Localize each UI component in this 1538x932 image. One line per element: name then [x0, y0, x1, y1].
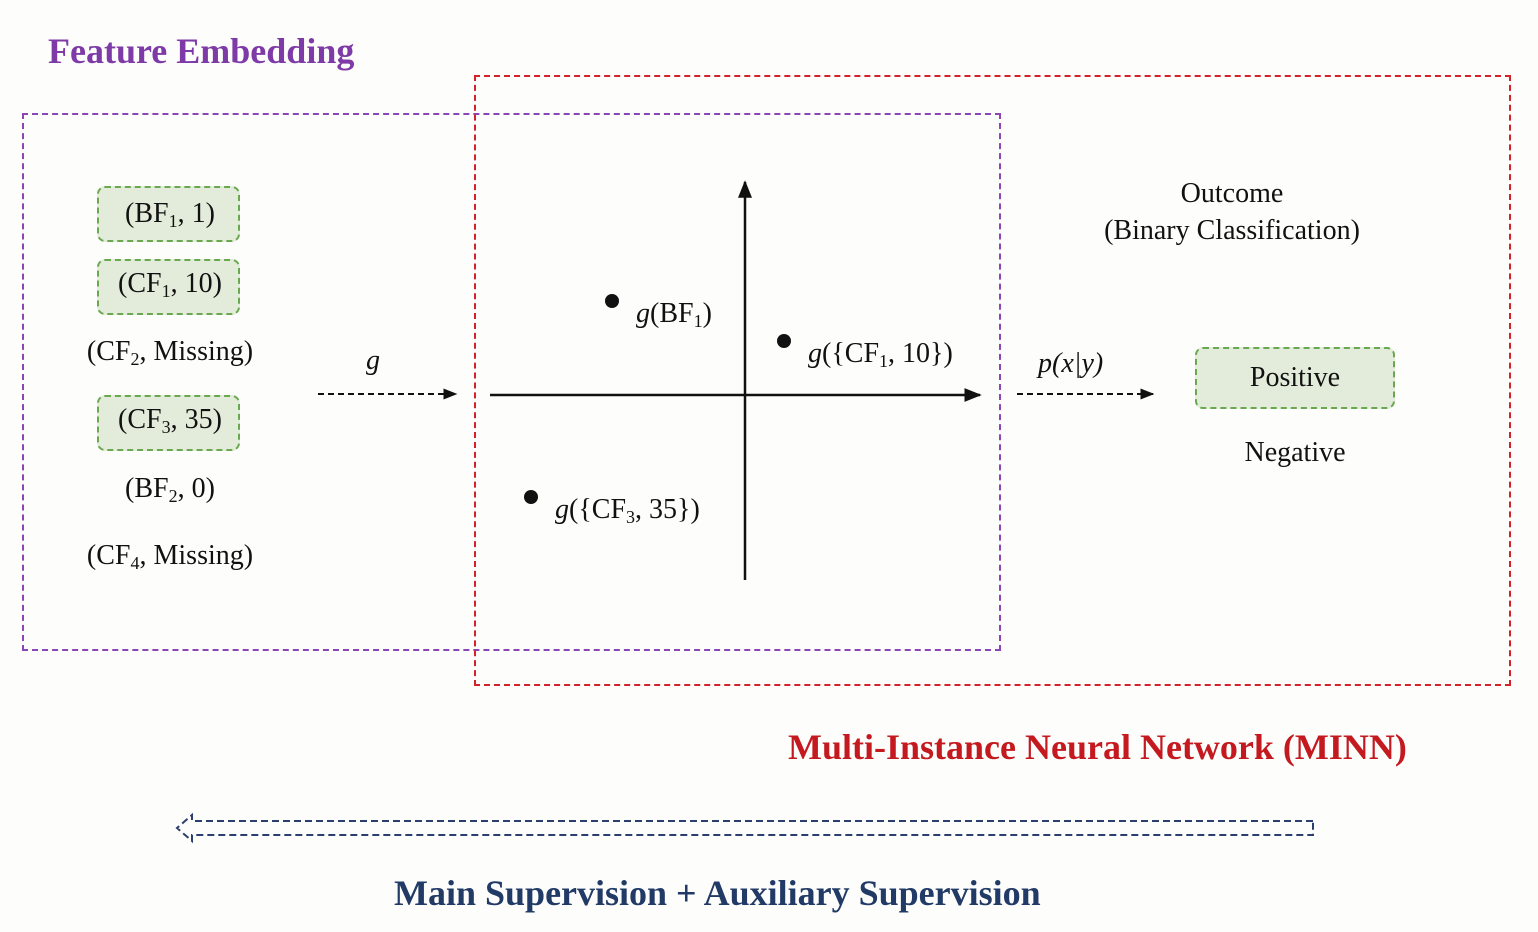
feature-item-cf3: (CF3, 35): [118, 404, 222, 437]
feature-item-cf2: (CF2, Missing): [86, 336, 254, 369]
supervision-title: Main Supervision + Auxiliary Supervision: [394, 873, 1041, 913]
feature-item-cf4: (CF4, Missing): [86, 540, 254, 573]
outcome-title: Outcome: [1180, 178, 1284, 209]
minn-title: Multi-Instance Neural Network (MINN): [788, 727, 1407, 767]
minn-frame: [474, 75, 1511, 686]
positive-highlight-box: [1195, 347, 1395, 409]
supervision-arrow: [175, 812, 1314, 844]
embedded-label-cf3: g({CF3, 35}): [555, 494, 700, 527]
feature-item-cf1: (CF1, 10): [118, 268, 222, 301]
outcome-positive: Positive: [1249, 362, 1341, 393]
feature-highlight-box: [97, 186, 240, 242]
embedded-label-cf1: g({CF1, 10}): [808, 338, 953, 371]
feature-item-bf1: (BF1, 1): [125, 198, 215, 231]
classifier-arrow-label: p(x|y): [1038, 348, 1104, 379]
embedded-point-cf3: [524, 490, 538, 504]
feature-highlight-box: [97, 259, 240, 315]
embedding-arrow-label: g: [366, 345, 380, 376]
embedded-point-bf1: [605, 294, 619, 308]
feature-item-bf2: (BF2, 0): [125, 473, 215, 506]
embedded-label-bf1: g(BF1): [636, 298, 712, 331]
outcome-subtitle: (Binary Classification): [1104, 215, 1360, 246]
embedded-point-cf1: [777, 334, 791, 348]
feature-highlight-box: [97, 395, 240, 451]
outcome-negative: Negative: [1244, 437, 1346, 468]
feature-embedding-title: Feature Embedding: [48, 31, 355, 71]
feature-embedding-frame: [22, 113, 1001, 651]
